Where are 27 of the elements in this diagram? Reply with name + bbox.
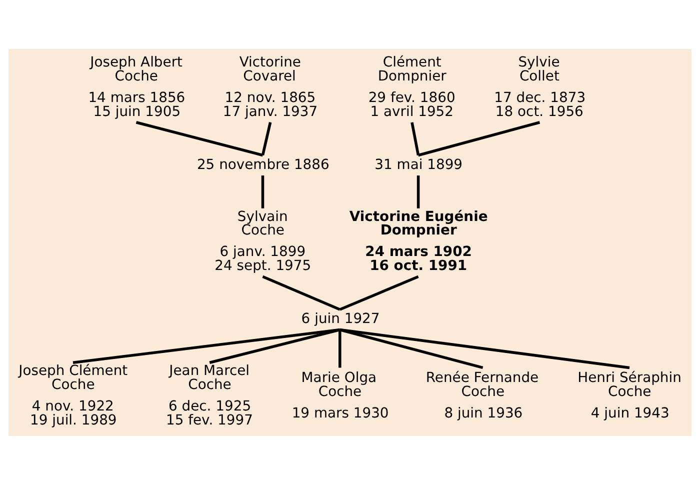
connector: [72, 328, 340, 364]
connector: [339, 275, 419, 311]
connector: [340, 328, 630, 370]
node-text: 31 mai 1899: [374, 156, 463, 173]
connector: [340, 328, 484, 370]
connector: [261, 122, 272, 156]
node-text: Victorine Covarel 12 nov. 1865 17 janv. 1937: [222, 54, 318, 120]
node-text: Henri Séraphin Coche 4 juin 1943: [578, 370, 682, 422]
connector: [418, 121, 540, 157]
connector: [416, 175, 420, 208]
node-text: Victorine Eugénie Dompnier 24 mars 1902 16 oct. 1991: [349, 208, 488, 274]
node-text: Marie Olga Coche 19 mars 1930: [292, 370, 389, 422]
node-text: 6 juin 1927: [301, 311, 380, 328]
node-text: Joseph Albert Coche 14 mars 1856 15 juin 1905: [88, 54, 186, 120]
connector: [262, 275, 340, 311]
connector: [338, 330, 342, 368]
node-text: 25 novembre 1886: [196, 156, 330, 173]
node-text: Sylvie Collet 17 dec. 1873 18 oct. 1956: [494, 54, 586, 120]
node-text: Jean Marcel Coche 6 dec. 1925 15 fev. 1997: [166, 363, 253, 428]
node-text: Sylvain Coche 6 janv. 1899 24 sept. 1975: [214, 208, 312, 274]
connector: [410, 122, 420, 156]
connector: [261, 175, 264, 208]
node-text: Clément Dompnier 29 fev. 1860 1 avril 1952: [368, 54, 456, 120]
connector: [209, 328, 340, 364]
connector: [136, 121, 264, 157]
node-text: Renée Fernande Coche 8 juin 1936: [426, 370, 539, 422]
node-text: Joseph Clément Coche 4 nov. 1922 19 juil. 1989: [18, 363, 128, 428]
